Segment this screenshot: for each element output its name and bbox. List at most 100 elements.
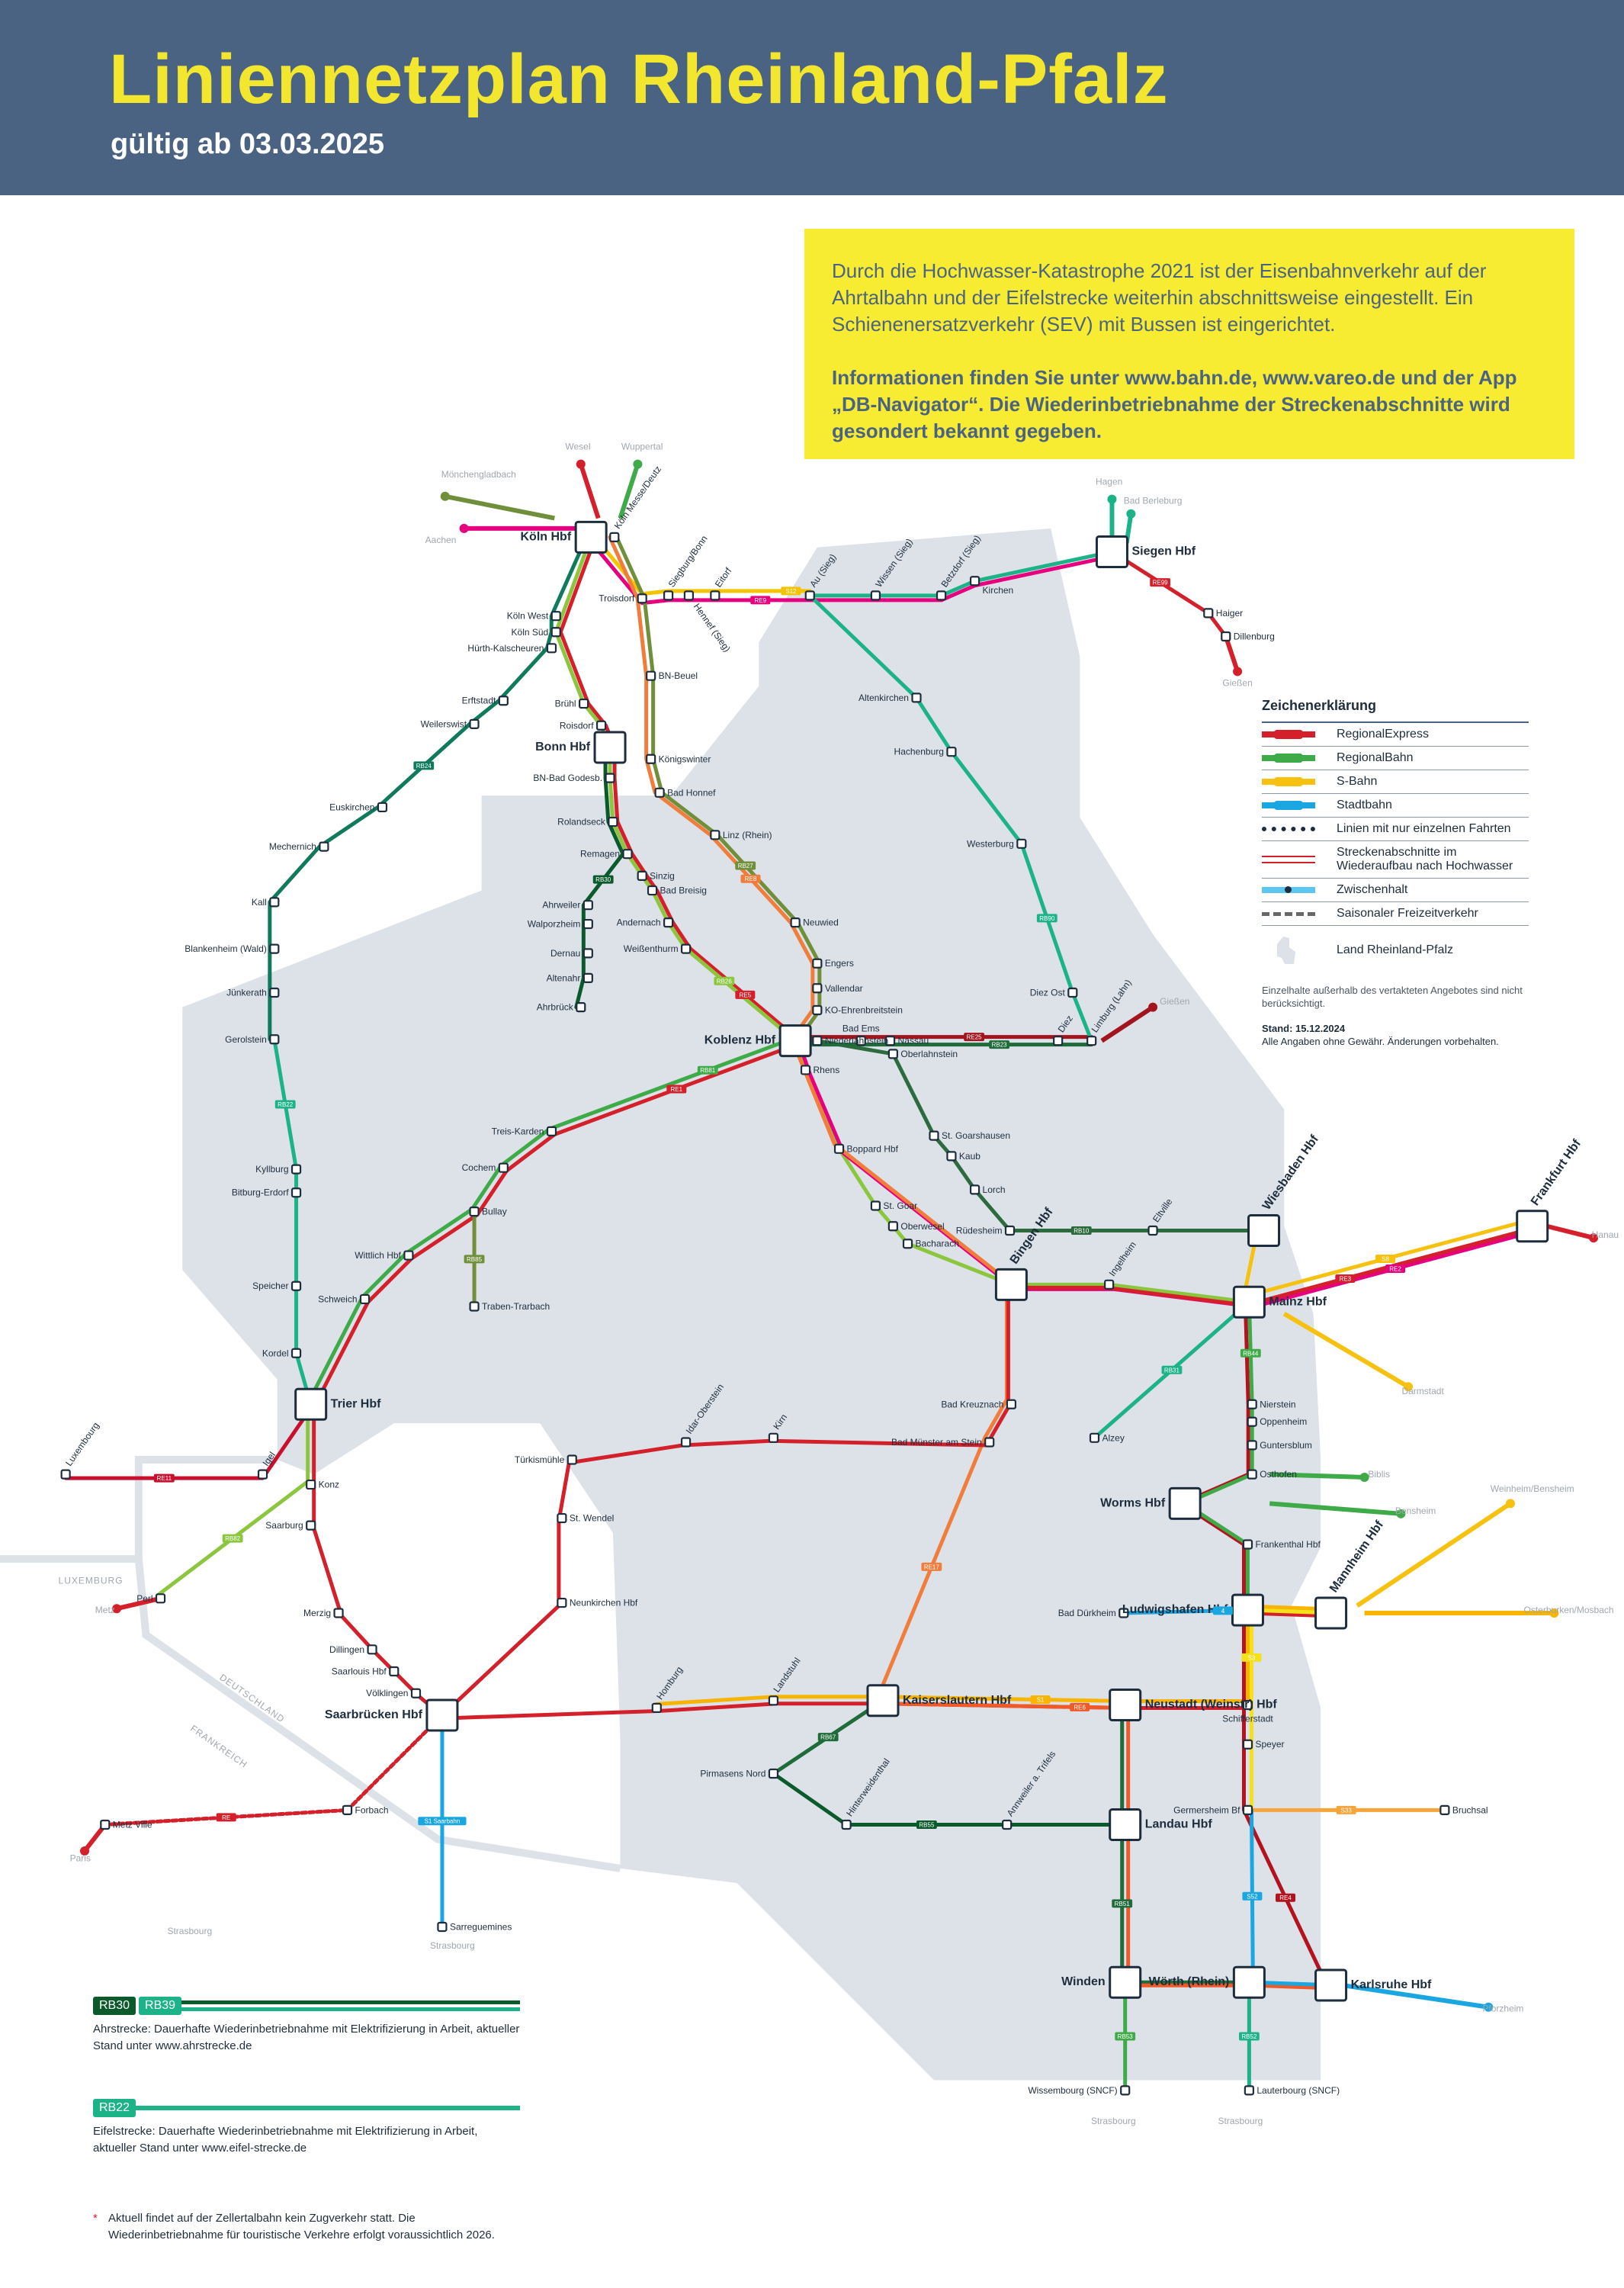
station-marker[interactable] <box>1086 1036 1097 1046</box>
hub-station-marker[interactable] <box>1314 1596 1348 1630</box>
station-marker[interactable] <box>608 816 618 827</box>
station-marker[interactable] <box>269 1034 280 1045</box>
station-marker[interactable] <box>680 943 692 954</box>
station-marker[interactable] <box>469 718 480 729</box>
station-marker[interactable] <box>768 1695 779 1706</box>
station-marker[interactable] <box>812 958 823 969</box>
station-marker[interactable] <box>1016 838 1027 849</box>
station-marker[interactable] <box>269 987 280 998</box>
station-marker[interactable] <box>833 1143 845 1154</box>
station-marker[interactable] <box>609 532 620 542</box>
station-marker[interactable] <box>1247 1440 1257 1451</box>
station-marker[interactable] <box>1242 1699 1253 1711</box>
station-marker[interactable] <box>663 917 674 928</box>
station-marker[interactable] <box>1002 1819 1013 1830</box>
station-marker[interactable] <box>583 948 593 959</box>
hub-station-marker[interactable] <box>1168 1486 1202 1520</box>
station-marker[interactable] <box>768 1768 779 1779</box>
station-marker[interactable] <box>946 747 957 757</box>
hub-station-marker[interactable] <box>294 1387 328 1421</box>
station-marker[interactable] <box>498 1162 509 1173</box>
station-marker[interactable] <box>1242 1804 1253 1815</box>
station-marker[interactable] <box>855 1036 866 1046</box>
hub-station-marker[interactable] <box>574 520 608 554</box>
station-marker[interactable] <box>1247 1416 1257 1427</box>
station-marker[interactable] <box>710 590 721 601</box>
station-marker[interactable] <box>290 1164 302 1175</box>
station-marker[interactable] <box>550 611 561 622</box>
station-marker[interactable] <box>911 693 922 703</box>
station-marker[interactable] <box>1203 608 1214 619</box>
station-marker[interactable] <box>663 590 674 601</box>
station-marker[interactable] <box>100 1819 111 1830</box>
station-marker[interactable] <box>557 1512 567 1524</box>
hub-station-marker[interactable] <box>1231 1593 1264 1627</box>
station-marker[interactable] <box>576 1002 586 1013</box>
hub-station-marker[interactable] <box>1109 1689 1142 1722</box>
station-marker[interactable] <box>1004 1225 1016 1236</box>
station-marker[interactable] <box>1242 1739 1253 1750</box>
station-marker[interactable] <box>800 1065 811 1075</box>
station-marker[interactable] <box>812 983 823 994</box>
station-marker[interactable] <box>647 885 658 896</box>
station-marker[interactable] <box>884 1036 896 1046</box>
station-marker[interactable] <box>887 1049 898 1059</box>
station-marker[interactable] <box>768 1432 779 1443</box>
station-marker[interactable] <box>437 1921 448 1933</box>
hub-station-marker[interactable] <box>994 1268 1028 1301</box>
station-marker[interactable] <box>646 670 656 681</box>
station-marker[interactable] <box>646 754 656 764</box>
station-marker[interactable] <box>319 841 329 852</box>
station-marker[interactable] <box>403 1250 414 1261</box>
station-marker[interactable] <box>269 943 280 954</box>
station-marker[interactable] <box>1244 2085 1254 2096</box>
station-marker[interactable] <box>1439 1804 1450 1815</box>
station-marker[interactable] <box>1119 1608 1129 1618</box>
station-marker[interactable] <box>683 590 695 601</box>
hub-station-marker[interactable] <box>1247 1214 1281 1248</box>
hub-station-marker[interactable] <box>866 1684 900 1718</box>
station-marker[interactable] <box>550 627 561 638</box>
station-marker[interactable] <box>290 1187 302 1198</box>
station-marker[interactable] <box>269 897 280 908</box>
hub-station-marker[interactable] <box>1232 1285 1266 1319</box>
station-marker[interactable] <box>1247 1399 1257 1409</box>
station-marker[interactable] <box>155 1593 166 1604</box>
station-marker[interactable] <box>546 1126 557 1136</box>
station-marker[interactable] <box>60 1469 71 1480</box>
station-marker[interactable] <box>622 849 633 860</box>
station-marker[interactable] <box>710 830 721 840</box>
hub-station-marker[interactable] <box>778 1024 812 1058</box>
station-marker[interactable] <box>969 1184 980 1195</box>
station-marker[interactable] <box>583 918 593 930</box>
station-marker[interactable] <box>557 1597 567 1608</box>
station-marker[interactable] <box>1221 631 1231 642</box>
station-marker[interactable] <box>359 1293 371 1305</box>
station-marker[interactable] <box>870 590 881 601</box>
station-marker[interactable] <box>887 1221 898 1232</box>
station-marker[interactable] <box>377 802 388 813</box>
station-marker[interactable] <box>984 1437 995 1448</box>
station-marker[interactable] <box>902 1239 913 1249</box>
station-marker[interactable] <box>389 1666 400 1677</box>
station-marker[interactable] <box>812 1004 823 1016</box>
station-marker[interactable] <box>870 1200 881 1211</box>
station-marker[interactable] <box>583 900 593 911</box>
station-marker[interactable] <box>1067 987 1078 998</box>
station-marker[interactable] <box>410 1688 422 1698</box>
station-marker[interactable] <box>367 1644 377 1655</box>
station-marker[interactable] <box>546 643 557 654</box>
station-marker[interactable] <box>841 1819 852 1830</box>
station-marker[interactable] <box>680 1437 692 1448</box>
station-marker[interactable] <box>578 698 589 709</box>
hub-station-marker[interactable] <box>1109 1965 1142 1999</box>
station-marker[interactable] <box>306 1479 316 1490</box>
station-marker[interactable] <box>342 1804 353 1815</box>
station-marker[interactable] <box>812 1036 823 1046</box>
station-marker[interactable] <box>1242 1539 1253 1550</box>
station-marker[interactable] <box>290 1281 302 1291</box>
station-marker[interactable] <box>651 1702 662 1713</box>
hub-station-marker[interactable] <box>425 1698 459 1732</box>
station-marker[interactable] <box>969 576 980 586</box>
hub-station-marker[interactable] <box>1095 535 1128 568</box>
